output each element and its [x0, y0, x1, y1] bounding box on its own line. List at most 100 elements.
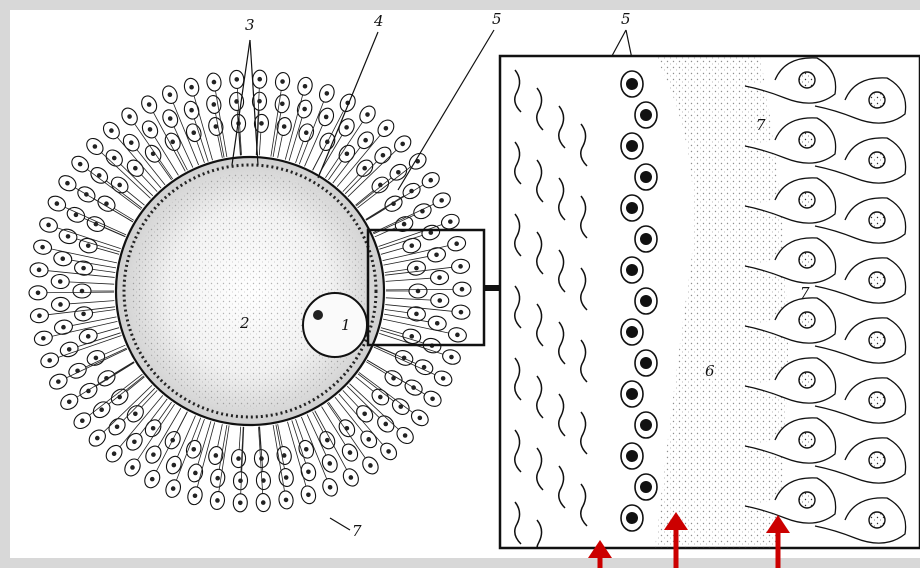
label-7-top: 7 — [756, 116, 766, 134]
corona-cell-nucleus — [150, 477, 155, 482]
granulosa-nucleus — [640, 233, 652, 245]
follicle-nucleus — [869, 272, 885, 288]
corona-cell-nucleus — [151, 151, 156, 156]
label-4: 4 — [373, 12, 384, 30]
corona-cell-nucleus — [454, 241, 459, 246]
corona-cell-nucleus — [345, 151, 350, 156]
corona-cell-nucleus — [434, 253, 439, 258]
corona-cell-nucleus — [60, 256, 65, 261]
corona-cell-nucleus — [306, 492, 311, 497]
granulosa-nucleus — [626, 450, 638, 462]
corona-cell-nucleus — [383, 422, 388, 427]
follicle-nucleus — [799, 312, 815, 328]
follicle-nucleus — [799, 192, 815, 208]
corona-cell-nucleus — [344, 125, 349, 130]
corona-cell-nucleus — [41, 336, 46, 341]
follicle-nucleus — [869, 152, 885, 168]
label-5-left: 5 — [492, 10, 502, 28]
corona-cell-nucleus — [257, 77, 262, 82]
corona-cell-nucleus — [214, 453, 219, 458]
corona-cell-nucleus — [284, 475, 289, 480]
corona-cell-nucleus — [40, 245, 45, 250]
corona-cell-nucleus — [414, 266, 419, 271]
granulosa-nucleus — [626, 202, 638, 214]
corona-cell-nucleus — [362, 166, 367, 171]
corona-cell-nucleus — [259, 121, 264, 126]
follicle-nucleus — [869, 512, 885, 528]
enlarged-panel — [500, 56, 920, 562]
label-3: 3 — [245, 16, 255, 34]
corona-cell-nucleus — [81, 266, 86, 271]
corona-cell-nucleus — [172, 463, 177, 468]
corona-cell-nucleus — [109, 128, 114, 133]
corona-cell-nucleus — [129, 140, 134, 145]
corona-cell-nucleus — [384, 126, 389, 131]
corona-cell-nucleus — [46, 223, 51, 228]
corona-cell-nucleus — [151, 426, 156, 431]
corona-cell-nucleus — [67, 400, 72, 405]
corona-cell-nucleus — [215, 498, 220, 503]
granulosa-nucleus — [640, 295, 652, 307]
corona-cell-nucleus — [236, 456, 241, 461]
corona-cell-nucleus — [363, 138, 368, 143]
corona-cell-nucleus — [191, 447, 196, 452]
corona-cell-nucleus — [193, 493, 198, 498]
corona-cell-nucleus — [238, 500, 243, 505]
corona-cell-nucleus — [325, 438, 330, 443]
corona-cell-nucleus — [396, 170, 401, 175]
corona-cell-nucleus — [458, 264, 463, 269]
follicle-nucleus — [869, 452, 885, 468]
corona-cell-nucleus — [409, 243, 414, 248]
corona-cell-nucleus — [151, 452, 156, 457]
corona-cell-nucleus — [58, 302, 63, 307]
corona-cell-nucleus — [418, 416, 423, 421]
corona-cell-nucleus — [302, 107, 307, 112]
corona-cell-nucleus — [47, 358, 52, 363]
corona-cell-nucleus — [403, 433, 408, 438]
corona-cell-nucleus — [409, 334, 414, 339]
granulosa-nucleus — [626, 326, 638, 338]
granulosa-nucleus — [626, 264, 638, 276]
follicle-nucleus — [869, 212, 885, 228]
corona-cell-nucleus — [402, 222, 407, 227]
label-7-left: 7 — [352, 522, 362, 540]
corona-cell-nucleus — [366, 437, 371, 442]
label-6: 6 — [705, 362, 715, 380]
corona-cell-nucleus — [284, 498, 289, 503]
follicle-nucleus — [869, 332, 885, 348]
corona-cell-nucleus — [261, 500, 266, 505]
corona-cell-nucleus — [304, 130, 309, 135]
corona-cell-nucleus — [365, 112, 370, 117]
corona-cell-nucleus — [400, 142, 405, 147]
label-2: 2 — [239, 314, 250, 332]
corona-cell-nucleus — [459, 310, 464, 315]
corona-cell-nucleus — [280, 101, 285, 106]
corona-cell-nucleus — [117, 183, 122, 188]
follicle-nucleus — [799, 432, 815, 448]
corona-cell-nucleus — [67, 347, 72, 352]
granulosa-nucleus — [626, 78, 638, 90]
corona-cell-nucleus — [257, 99, 262, 104]
corona-cell-nucleus — [115, 424, 120, 429]
corona-cell-nucleus — [86, 243, 91, 248]
corona-cell-nucleus — [99, 407, 104, 412]
corona-cell-nucleus — [348, 450, 353, 455]
corona-cell-nucleus — [81, 312, 86, 317]
corona-cell-nucleus — [133, 166, 138, 171]
corona-cell-nucleus — [130, 465, 135, 470]
corona-cell-nucleus — [112, 156, 117, 161]
corona-cell-nucleus — [234, 77, 239, 82]
follicle-nucleus — [799, 72, 815, 88]
granulosa-nucleus — [640, 171, 652, 183]
corona-cell-nucleus — [37, 313, 42, 318]
corona-cell-nucleus — [437, 298, 442, 303]
corona-cell-nucleus — [95, 436, 100, 441]
corona-cell-nucleus — [212, 80, 217, 85]
corona-cell-nucleus — [56, 379, 61, 384]
follicle-nucleus — [799, 252, 815, 268]
corona-cell-nucleus — [345, 426, 350, 431]
corona-cell-nucleus — [324, 115, 329, 120]
corona-cell-nucleus — [304, 447, 309, 452]
label-1: 1 — [341, 316, 351, 334]
